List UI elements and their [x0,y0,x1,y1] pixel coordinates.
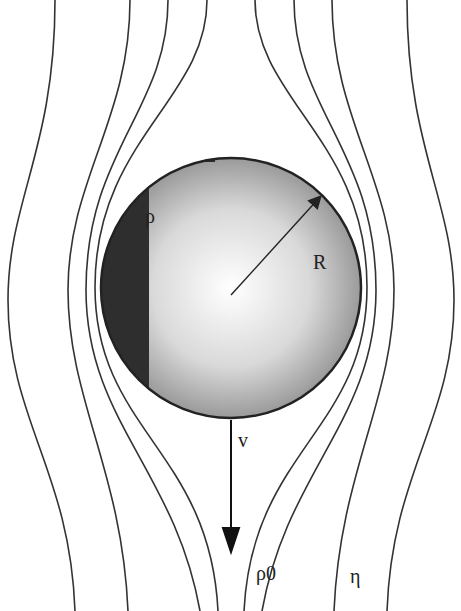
sphere-body [99,156,363,420]
viscosity-symbol: η [350,566,360,586]
fluid-density-symbol: ρ0 [256,563,276,583]
density-symbol: ρ [145,206,155,226]
radius-symbol: R [313,252,326,272]
velocity-symbol: v [238,430,248,450]
sphere: ρR [99,156,363,420]
